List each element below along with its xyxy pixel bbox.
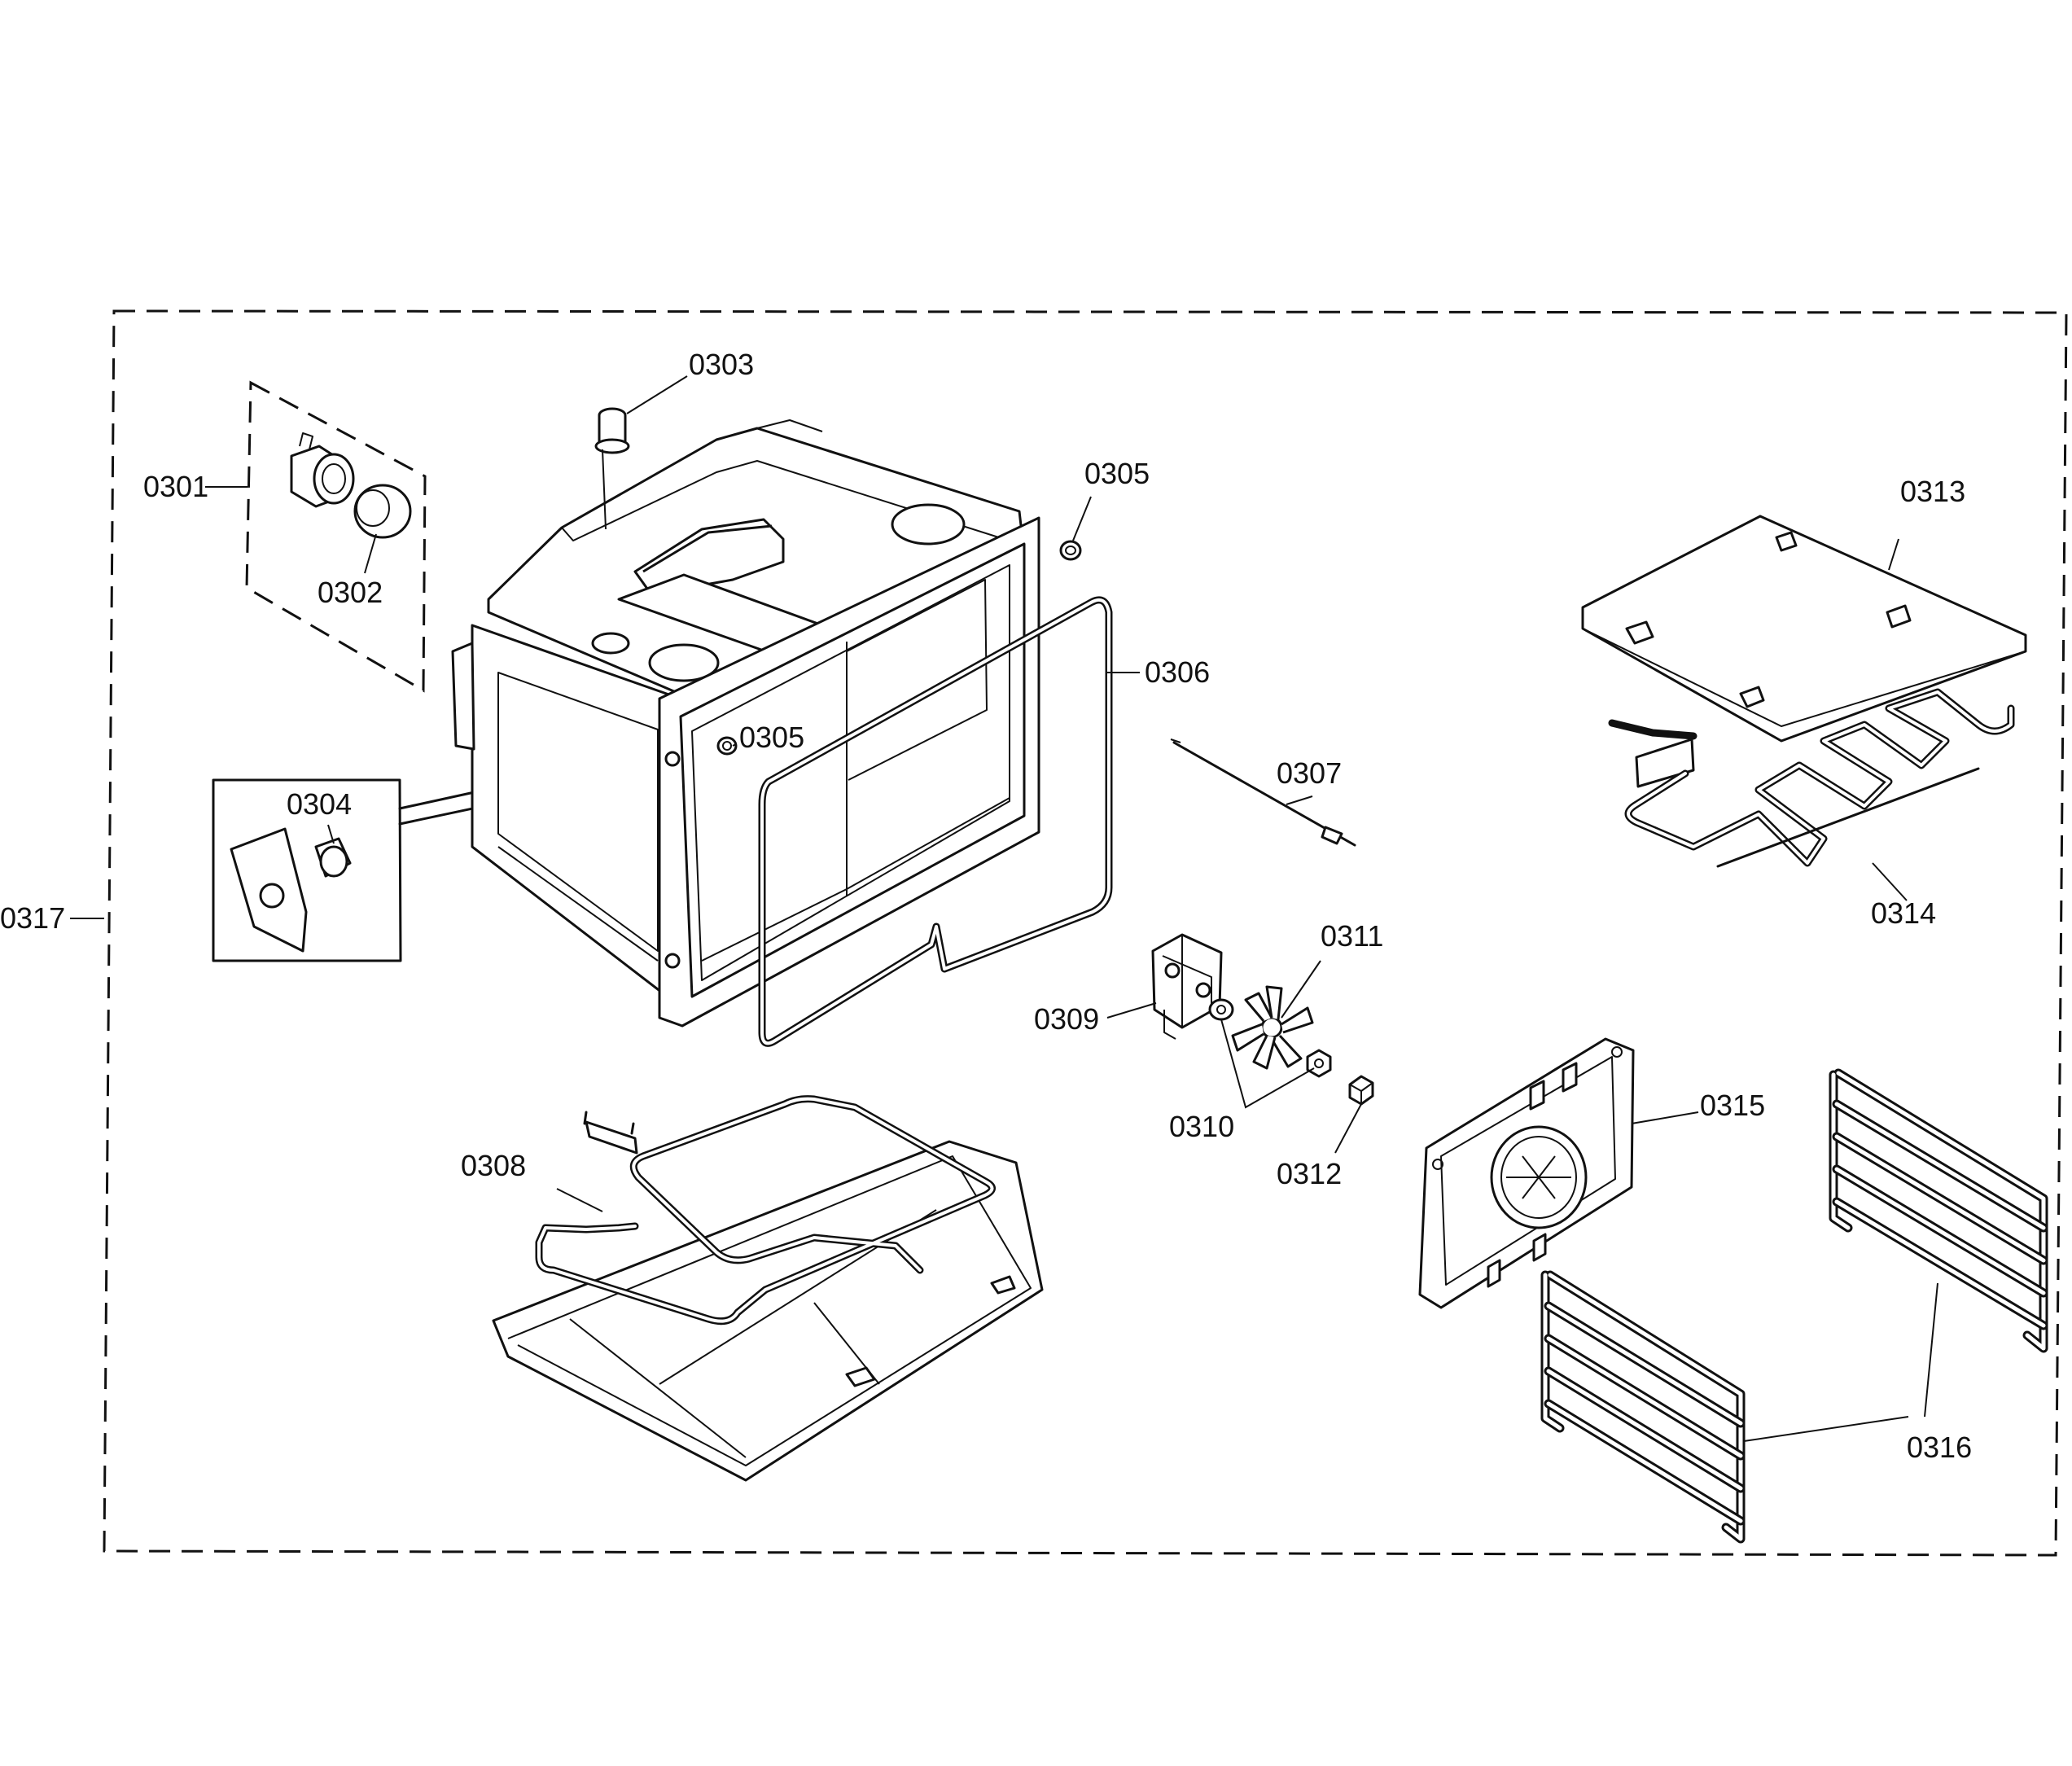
label-0308: 0308	[461, 1149, 526, 1182]
fan-blade-part	[1231, 985, 1314, 1070]
top-cover-plate-part	[1581, 515, 2027, 743]
oven-cavity	[451, 419, 1040, 1028]
label-0306: 0306	[1145, 655, 1210, 689]
lamp-socket-part	[290, 432, 355, 508]
label-0305-top: 0305	[1084, 457, 1150, 490]
plug-part-top	[1059, 540, 1082, 561]
label-0316: 0316	[1907, 1431, 1972, 1464]
fan-nut-part	[1306, 1049, 1332, 1078]
lamp-cover-part	[353, 484, 412, 539]
label-0307: 0307	[1277, 756, 1342, 790]
nut-part	[1348, 1075, 1374, 1106]
label-0305-front: 0305	[739, 721, 804, 754]
label-0304: 0304	[287, 787, 352, 821]
label-0303: 0303	[689, 348, 754, 381]
broil-element-part	[1608, 688, 2015, 868]
label-0302: 0302	[318, 576, 383, 609]
label-0317: 0317	[0, 901, 65, 935]
convection-motor-part	[1151, 933, 1223, 1040]
leader-lines	[70, 375, 1938, 1442]
label-0309: 0309	[1034, 1002, 1099, 1036]
label-0310: 0310	[1169, 1110, 1234, 1143]
lamp-subassembly-inset	[212, 752, 655, 962]
lamp-assembly-group	[245, 380, 427, 693]
top-connector-part	[594, 407, 630, 530]
door-gasket-part	[758, 596, 1113, 1047]
plug-part-front	[716, 736, 738, 756]
label-0314: 0314	[1871, 896, 1936, 930]
washer-part	[1208, 998, 1234, 1021]
sensor-rod-part	[1170, 738, 1356, 847]
rack-guide-left-part	[1540, 1270, 1746, 1544]
bake-element-part	[492, 1095, 1044, 1482]
label-0301: 0301	[143, 470, 208, 503]
label-0312: 0312	[1277, 1157, 1342, 1190]
assembly-boundary	[103, 309, 2068, 1557]
fan-cover-plate-part	[1418, 1037, 1635, 1309]
rack-guide-right-part	[1829, 1068, 2048, 1353]
label-0311: 0311	[1321, 919, 1383, 953]
label-0313: 0313	[1900, 475, 1965, 508]
part-labels: 0301 0302 0303 0304 0305 0305 0306 0307 …	[0, 348, 1972, 1464]
label-0315: 0315	[1700, 1089, 1765, 1122]
